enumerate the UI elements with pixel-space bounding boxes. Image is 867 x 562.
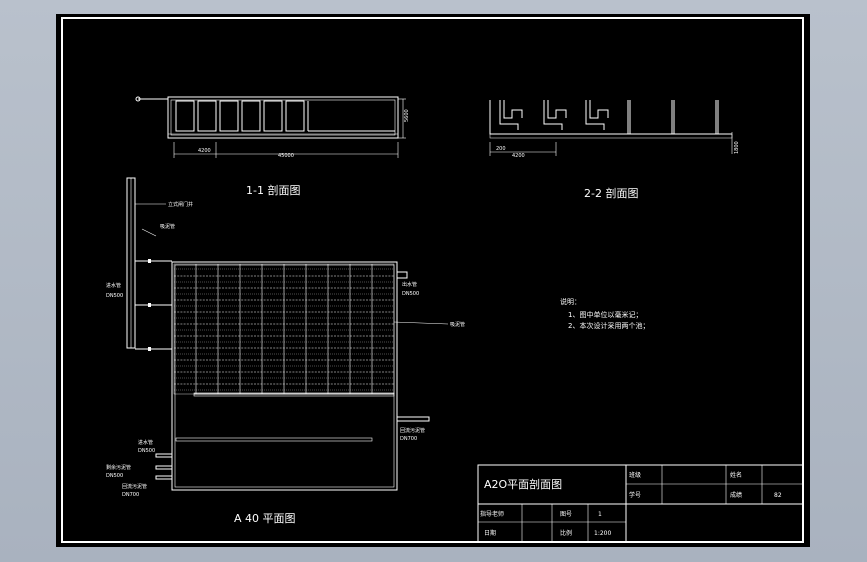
notes-line-2: 2、本次设计采用两个池； — [568, 321, 649, 330]
dim-left: 200 — [496, 146, 506, 152]
date-label: 日期 — [484, 529, 496, 537]
label-inlet-dn: DN500 — [106, 293, 123, 299]
notes-heading: 说明： — [560, 297, 581, 306]
label-inlet: 进水管 — [106, 282, 121, 289]
label-outlet: 出水管 — [402, 281, 417, 288]
label-bottom-inlet-dn: DN500 — [138, 448, 155, 454]
name-label: 姓名 — [730, 471, 742, 479]
advisor-label: 指导老师 — [480, 510, 504, 518]
label-bottom-waste-dn: DN500 — [106, 473, 123, 479]
class-label: 班级 — [629, 471, 641, 479]
label-outlet-dn: DN500 — [402, 291, 419, 297]
label-return-right: 回流污泥管 — [400, 427, 425, 434]
section-1-1-title: 1-1 剖面图 — [246, 183, 300, 197]
dim-bottom: 4200 — [512, 153, 525, 159]
plan-title: A 40 平面图 — [234, 512, 296, 525]
student-no-label: 学号 — [629, 491, 641, 499]
section-2-2-title: 2-2 剖面图 — [584, 186, 638, 200]
score-value: 82 — [774, 492, 782, 499]
score-label: 成绩 — [730, 491, 742, 499]
dim-small: 4200 — [198, 148, 211, 154]
scale-value: 1:200 — [594, 530, 611, 537]
label-bottom-inlet: 进水管 — [138, 439, 153, 446]
drawing-sheet: 5600 4200 45000 1-1 剖面图 200 4200 1800 2-… — [56, 14, 810, 547]
title-block: A2O平面剖面图 班级 姓名 学号 成绩 82 指导老师 图号 1 日期 比例 … — [477, 464, 804, 543]
scale-label: 比例 — [560, 529, 572, 537]
label-bottom-return: 回流污泥管 — [122, 483, 147, 490]
plan-view: 立式闸门井 吸泥管 进水管 DN500 — [106, 177, 465, 525]
drawing-no-label: 图号 — [560, 511, 572, 518]
drawing-title: A2O平面剖面图 — [484, 477, 562, 491]
dim-right: 1800 — [734, 141, 740, 154]
notes-line-1: 1、图中单位以毫米记； — [568, 310, 642, 319]
dim-height: 5600 — [404, 109, 410, 122]
label-bottom-waste: 剩余污泥管 — [106, 464, 131, 471]
label-bottom-return-dn: DN700 — [122, 492, 139, 498]
dim-total: 45000 — [278, 153, 294, 159]
label-vertical-pipe: 立式闸门井 — [168, 201, 193, 208]
label-return-dn-right: DN700 — [400, 436, 417, 442]
section-1-1: 5600 4200 45000 1-1 剖面图 — [135, 96, 410, 197]
sheet-border — [61, 17, 804, 543]
label-sludge-pipe-right: 吸泥管 — [450, 321, 465, 328]
label-sludge-pipe-top: 吸泥管 — [160, 223, 175, 230]
drawing-no-value: 1 — [598, 511, 602, 518]
notes: 说明： 1、图中单位以毫米记； 2、本次设计采用两个池； — [560, 297, 649, 330]
section-2-2: 200 4200 1800 2-2 剖面图 — [489, 100, 740, 200]
diffuser-grid — [173, 263, 395, 395]
cad-drawing: 5600 4200 45000 1-1 剖面图 200 4200 1800 2-… — [61, 17, 804, 543]
